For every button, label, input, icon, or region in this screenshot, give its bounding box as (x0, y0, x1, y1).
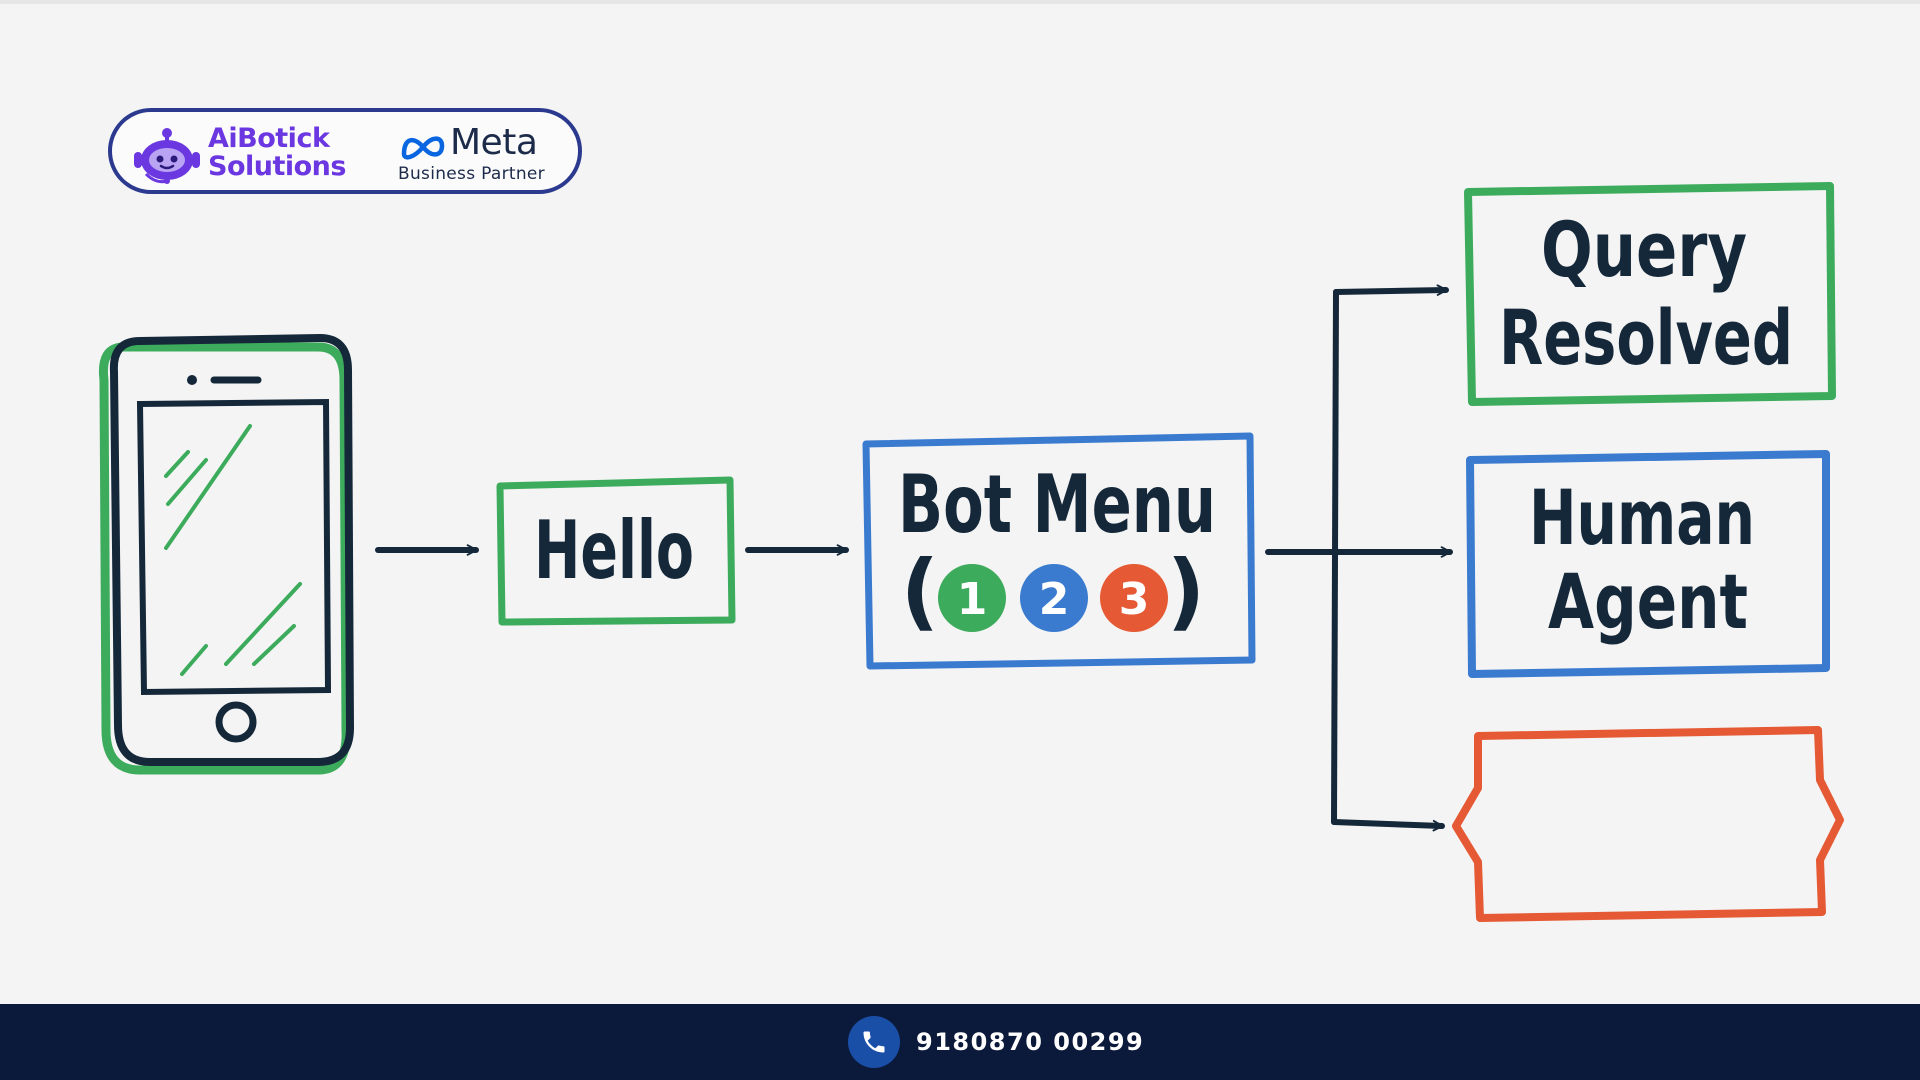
top-edge (0, 0, 1920, 4)
menu-option-2: 2 (1020, 564, 1088, 632)
branch-connector (1265, 284, 1453, 832)
arrow-right-icon (1331, 819, 1445, 832)
smartphone-icon (98, 333, 355, 775)
bot-menu-title: Bot Menu (898, 458, 1216, 551)
human-agent-node: Human Agent (1466, 450, 1830, 678)
hello-node: Hello (496, 476, 736, 626)
paren-close: ) (1167, 542, 1205, 640)
partner-name: Meta (450, 122, 538, 163)
paren-open: ( (901, 542, 939, 640)
menu-option-2-label: 2 (1039, 574, 1070, 625)
menu-option-3: 3 (1100, 564, 1168, 632)
bot-menu-node: Bot Menu ( ) 1 2 3 (862, 432, 1256, 670)
third-outcome-node (1452, 726, 1844, 922)
chatbot-flow-diagram: Hello Bot Menu ( ) 1 2 3 Query Resolved (98, 182, 1844, 922)
hello-label: Hello (534, 504, 694, 597)
human-agent-line2: Agent (1548, 557, 1748, 646)
query-resolved-line1: Query (1541, 205, 1747, 294)
menu-option-1-label: 1 (957, 574, 988, 625)
partner-subtitle: Business Partner (398, 164, 545, 184)
query-resolved-line2: Resolved (1499, 293, 1793, 382)
footer-bar: 9180870 00299 (0, 1004, 1920, 1080)
robot-icon (134, 128, 200, 184)
query-resolved-node: Query Resolved (1464, 182, 1836, 406)
brand-name-line2: Solutions (208, 151, 346, 182)
menu-option-3-label: 3 (1119, 574, 1150, 625)
brand-name-line1: AiBotick (208, 123, 330, 154)
human-agent-line1: Human (1529, 473, 1755, 562)
meta-infinity-icon (401, 136, 445, 160)
menu-option-1: 1 (938, 564, 1006, 632)
phone-icon[interactable] (848, 1016, 900, 1068)
phone-number[interactable]: 9180870 00299 (916, 1028, 1145, 1056)
partner-badge: AiBotick Solutions Meta Business Partner (108, 108, 582, 194)
arrow-right-icon (1333, 284, 1449, 296)
